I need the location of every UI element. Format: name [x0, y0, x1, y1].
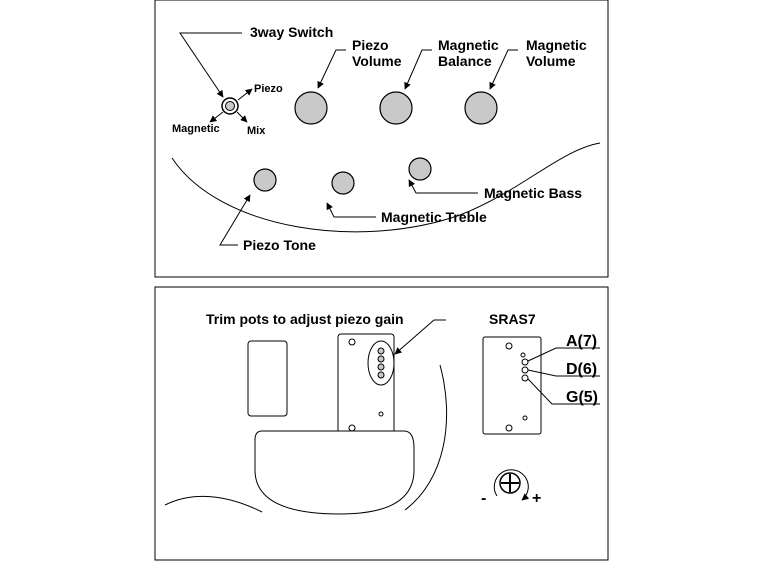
- cavity-cover: [247, 340, 288, 417]
- trim-pot-4[interactable]: [377, 371, 385, 379]
- body-right-curve: [404, 364, 448, 511]
- trim-pots-leader: [394, 319, 446, 355]
- magnetic-balance-label-line2: Balance: [438, 53, 492, 69]
- magnetic-balance-leader: [404, 49, 432, 90]
- magnetic-bass-label: Magnetic Bass: [484, 185, 582, 201]
- plus-sign: +: [532, 490, 541, 507]
- switch-magnetic-arrow: [209, 111, 224, 123]
- magnetic-volume-knob[interactable]: [464, 91, 498, 125]
- string-d-label: D(6): [566, 361, 597, 378]
- trim-pots-label: Trim pots to adjust piezo gain: [206, 311, 404, 327]
- sras7-hole-small-2: [522, 415, 528, 421]
- board-hole-bottom: [348, 424, 356, 432]
- switch-title-label: 3way Switch: [250, 24, 333, 40]
- trim-pot-g[interactable]: [521, 374, 529, 382]
- switch-piezo-arrow: [237, 88, 253, 101]
- body-edge-curve: [171, 142, 601, 233]
- piezo-tone-leader: [219, 194, 251, 246]
- piezo-volume-leader: [317, 49, 346, 89]
- board-hole-top: [348, 338, 356, 346]
- magnetic-volume-label-line1: Magnetic: [526, 37, 587, 53]
- magnetic-volume-leader: [489, 49, 518, 90]
- magnetic-treble-knob[interactable]: [331, 171, 355, 195]
- trim-pot-3[interactable]: [377, 363, 385, 371]
- piezo-tone-knob[interactable]: [253, 168, 277, 192]
- magnetic-balance-label-line1: Magnetic: [438, 37, 499, 53]
- switch-leader-line: [179, 32, 242, 98]
- trim-pots-highlight: [367, 340, 395, 386]
- string-a-leader: [527, 347, 600, 362]
- piezo-volume-label-line2: Volume: [352, 53, 402, 69]
- magnetic-treble-label: Magnetic Treble: [381, 209, 487, 225]
- string-g-leader: [527, 378, 600, 405]
- trim-pot-1[interactable]: [377, 347, 385, 355]
- sras7-module: [482, 336, 542, 435]
- minus-sign: -: [481, 490, 486, 507]
- magnetic-bass-knob[interactable]: [408, 157, 432, 181]
- trim-screw-adjust-icon: [493, 469, 530, 501]
- switch-magnetic-label: Magnetic: [172, 123, 220, 135]
- piezo-tone-label: Piezo Tone: [243, 237, 316, 253]
- trim-pot-2[interactable]: [377, 355, 385, 363]
- bottom-panel: Trim pots to adjust piezo gain SRAS7 A(7…: [154, 286, 609, 561]
- rotation-arrow-icon: [493, 469, 530, 501]
- top-panel: Piezo Magnetic Mix 3way Switch Piezo Vol…: [154, 0, 609, 278]
- sras7-hole-top: [505, 342, 513, 350]
- string-g-label: G(5): [566, 389, 598, 406]
- piezo-volume-knob[interactable]: [294, 91, 328, 125]
- preamp-name-label: SRAS7: [489, 311, 536, 327]
- trim-pot-d[interactable]: [521, 366, 529, 374]
- piezo-volume-label-line1: Piezo: [352, 37, 389, 53]
- trim-pot-a[interactable]: [521, 358, 529, 366]
- switch-knob[interactable]: [225, 101, 235, 111]
- three-way-switch[interactable]: [221, 97, 239, 115]
- switch-mix-label: Mix: [247, 125, 266, 137]
- switch-piezo-label: Piezo: [254, 83, 283, 95]
- board-hole-small: [378, 411, 384, 417]
- string-a-label: A(7): [566, 333, 597, 350]
- body-left-curve: [164, 495, 263, 513]
- sras7-hole-bottom: [505, 424, 513, 432]
- control-cavity-plate: [254, 430, 415, 515]
- switch-mix-arrow: [236, 111, 248, 123]
- string-d-leader: [527, 369, 600, 377]
- magnetic-balance-knob[interactable]: [379, 91, 413, 125]
- sras7-hole-small: [520, 352, 526, 358]
- magnetic-volume-label-line2: Volume: [526, 53, 576, 69]
- magnetic-treble-leader: [326, 202, 376, 218]
- magnetic-bass-leader: [408, 179, 478, 194]
